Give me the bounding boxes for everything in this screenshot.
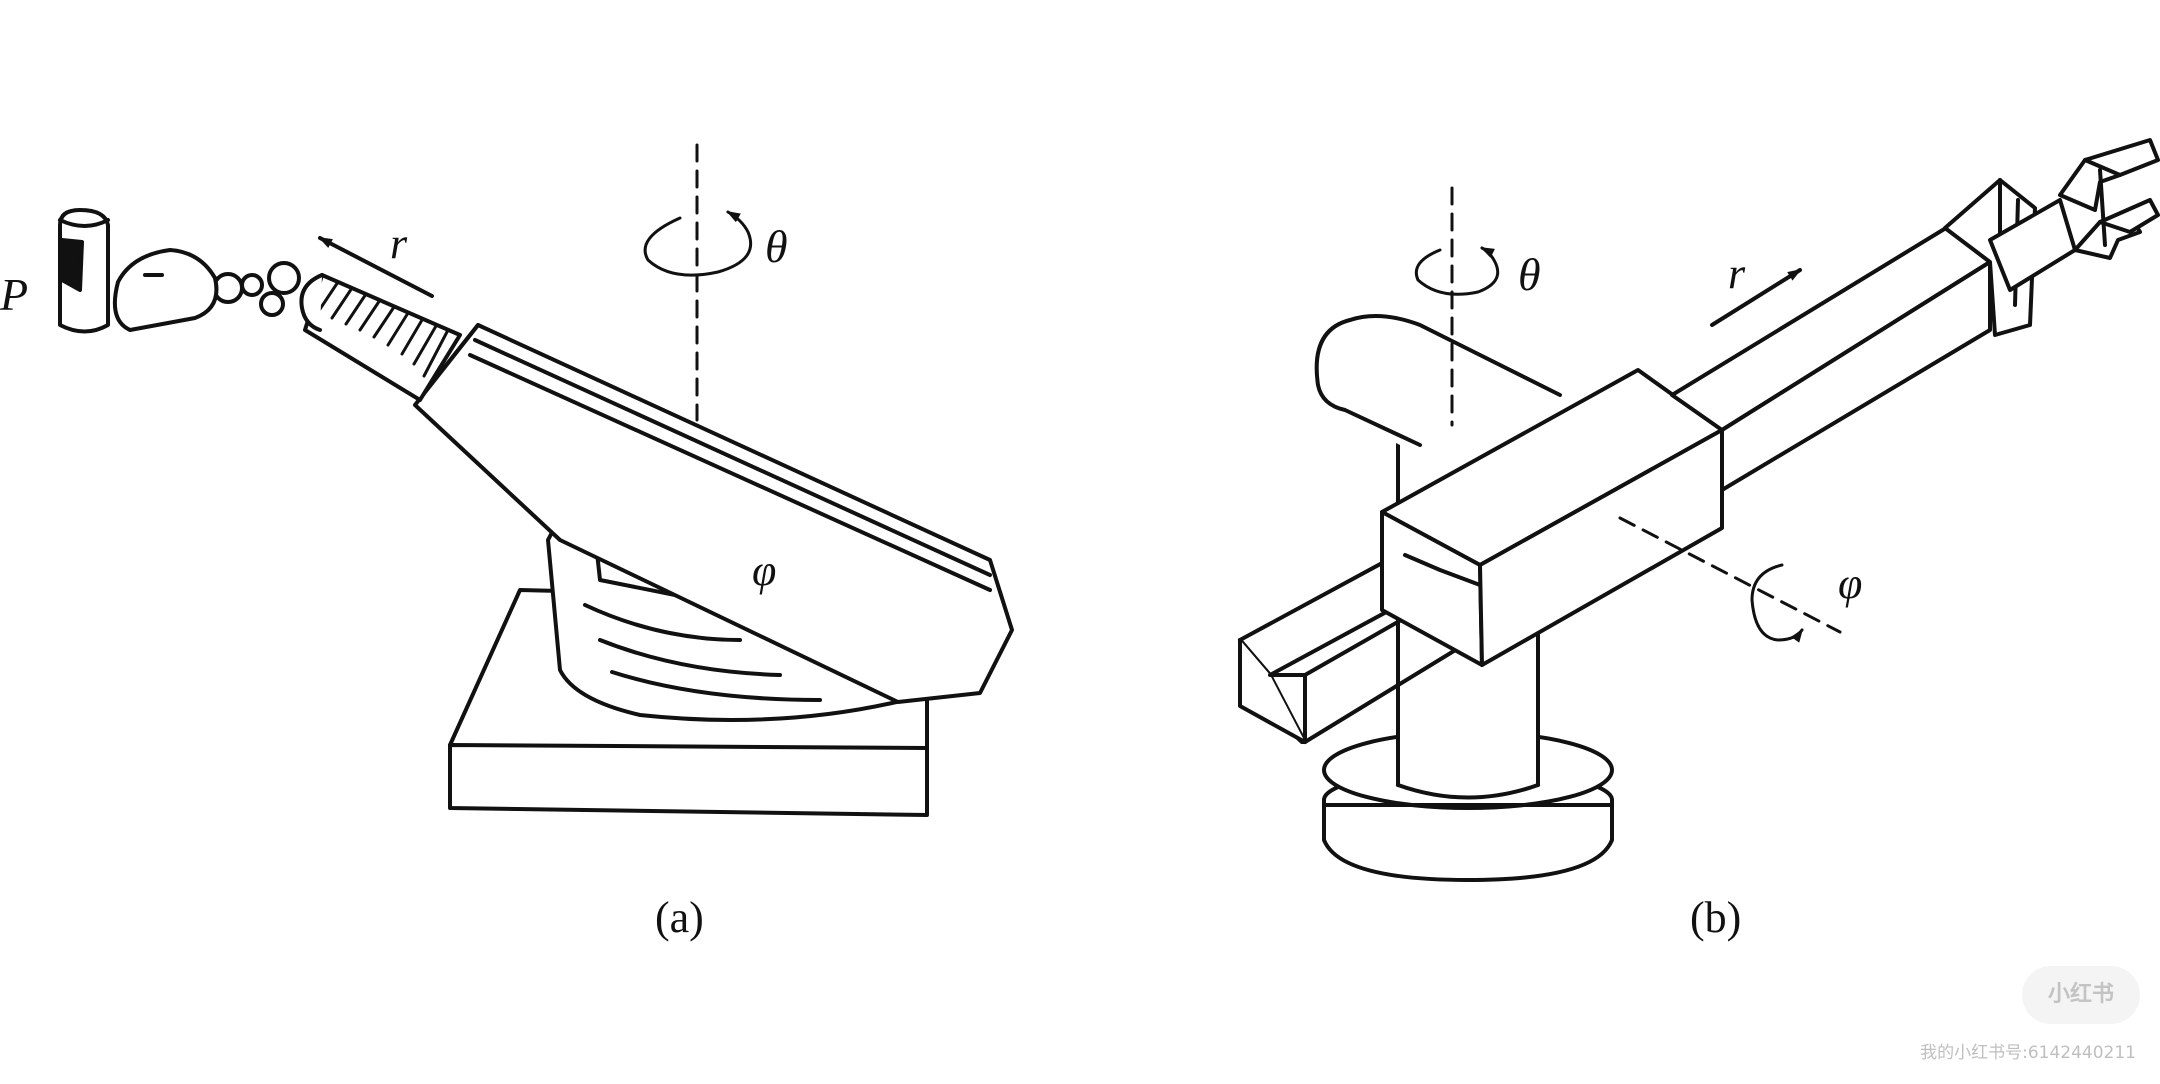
rotation-arrow-b	[1414, 246, 1500, 296]
robot-b-central-block	[1380, 368, 1724, 667]
robot-b-front-arm	[1670, 226, 1992, 492]
pitch-arrow-b	[1750, 563, 1804, 643]
extension-arrow-b	[1710, 268, 1802, 327]
robot-b-head	[1314, 310, 1562, 465]
robot-b-gripper	[2058, 138, 2160, 260]
point-label-p: P	[0, 269, 28, 320]
rotation-arrow-a	[643, 210, 753, 277]
robot-a-forearm	[299, 273, 462, 402]
robot-b	[1238, 138, 2160, 882]
caption-b: (b)	[1690, 893, 1741, 942]
pitch-axis-b	[1618, 516, 1842, 634]
robot-a-wrist	[212, 261, 301, 317]
robot-a	[58, 143, 1014, 817]
robot-a-gripper	[58, 208, 219, 334]
robot-a-base	[448, 588, 929, 817]
caption-a: (a)	[655, 893, 704, 942]
extension-label-b: r	[1728, 249, 1746, 298]
extension-label-a: r	[390, 219, 408, 268]
robot-a-arm	[413, 323, 1014, 704]
extension-arrow-a	[318, 236, 434, 298]
rotation-label-b: θ	[1518, 249, 1541, 300]
watermark-id: 我的小红书号:6142440211	[1920, 1043, 2136, 1063]
pitch-label-b: φ	[1838, 559, 1862, 608]
rotation-label-a: θ	[765, 221, 788, 272]
watermark-logo: 小红书	[2022, 966, 2140, 1024]
pitch-label-a: φ	[752, 546, 776, 595]
